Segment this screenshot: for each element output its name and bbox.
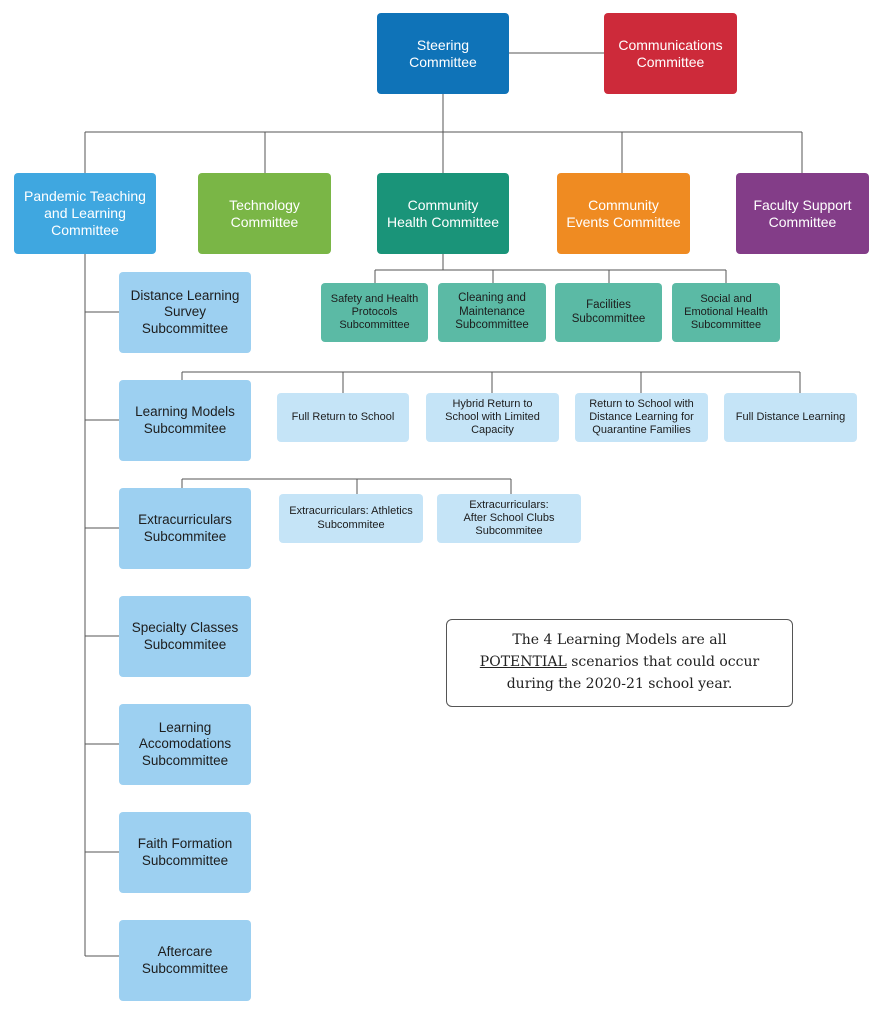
- distance-learning-survey-subcommittee: Distance Learning Survey Subcommittee: [119, 272, 251, 353]
- aftercare-subcommittee: Aftercare Subcommittee: [119, 920, 251, 1001]
- technology-committee: Technology Committee: [198, 173, 331, 254]
- model-hybrid-return: Hybrid Return to School with Limited Cap…: [426, 393, 559, 442]
- specialty-classes-subcommittee: Specialty Classes Subcommitee: [119, 596, 251, 677]
- communications-committee: Communications Committee: [604, 13, 737, 94]
- extracurriculars-athletics-subcommittee: Extracurriculars: Athletics Subcommitee: [279, 494, 423, 543]
- social-emotional-subcommittee: Social and Emotional Health Subcommittee: [672, 283, 780, 342]
- facilities-subcommittee: Facilities Subcommittee: [555, 283, 662, 342]
- note-text-end: scenarios that could occur during the 20…: [506, 654, 760, 692]
- learning-accommodations-subcommittee: Learning Accomodations Subcommittee: [119, 704, 251, 785]
- faith-formation-subcommittee: Faith Formation Subcommittee: [119, 812, 251, 893]
- model-full-return: Full Return to School: [277, 393, 409, 442]
- model-full-distance: Full Distance Learning: [724, 393, 857, 442]
- steering-committee: Steering Committee: [377, 13, 509, 94]
- community-events-committee: Community Events Committee: [557, 173, 690, 254]
- extracurriculars-subcommittee: Extracurriculars Subcommitee: [119, 488, 251, 569]
- cleaning-maintenance-subcommittee: Cleaning and Maintenance Subcommittee: [438, 283, 546, 342]
- note-emphasis: POTENTIAL: [479, 654, 567, 671]
- learning-models-note: The 4 Learning Models are all POTENTIAL …: [446, 619, 793, 707]
- note-text-start: The 4 Learning Models are all: [512, 632, 727, 649]
- extracurriculars-clubs-subcommittee: Extracurriculars: After School Clubs Sub…: [437, 494, 581, 543]
- faculty-support-committee: Faculty Support Committee: [736, 173, 869, 254]
- pandemic-teaching-committee: Pandemic Teaching and Learning Committee: [14, 173, 156, 254]
- safety-health-subcommittee: Safety and Health Protocols Subcommittee: [321, 283, 428, 342]
- learning-models-subcommittee: Learning Models Subcommitee: [119, 380, 251, 461]
- model-return-with-distance: Return to School with Distance Learning …: [575, 393, 708, 442]
- community-health-committee: Community Health Committee: [377, 173, 509, 254]
